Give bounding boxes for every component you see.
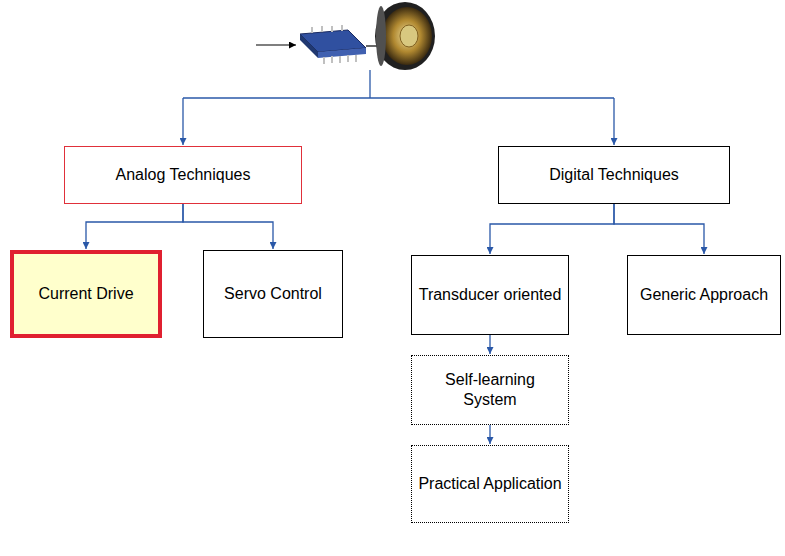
category-box: Digital Techniques bbox=[498, 146, 730, 204]
node-label: Current Drive bbox=[32, 284, 139, 304]
chip-icon bbox=[300, 25, 366, 64]
tree-connector bbox=[614, 204, 704, 254]
node-label: Analog Techniques bbox=[110, 165, 257, 185]
tree-connector bbox=[489, 425, 490, 444]
future-box: Practical Application bbox=[411, 445, 569, 523]
tree-connector bbox=[490, 204, 614, 254]
node-label: Practical Application bbox=[412, 474, 567, 494]
node-label: Digital Techniques bbox=[543, 165, 685, 185]
node-label: Self-learning System bbox=[412, 370, 568, 410]
tree-connector bbox=[183, 204, 273, 249]
future-box: Self-learning System bbox=[411, 355, 569, 425]
tree-connector bbox=[489, 335, 490, 354]
category-box: Analog Techniques bbox=[64, 146, 302, 204]
process-box: Generic Approach bbox=[627, 255, 781, 335]
node-label: Servo Control bbox=[218, 284, 328, 304]
process-box: Transducer oriented bbox=[411, 255, 569, 335]
speaker-icon bbox=[375, 2, 435, 70]
selected-box: Current Drive bbox=[10, 250, 162, 338]
node-label: Transducer oriented bbox=[413, 285, 568, 305]
node-label: Generic Approach bbox=[634, 285, 774, 305]
process-box: Servo Control bbox=[203, 250, 343, 338]
input-arrow bbox=[256, 44, 296, 45]
split-connector bbox=[183, 70, 614, 145]
tree-connector bbox=[86, 204, 183, 249]
